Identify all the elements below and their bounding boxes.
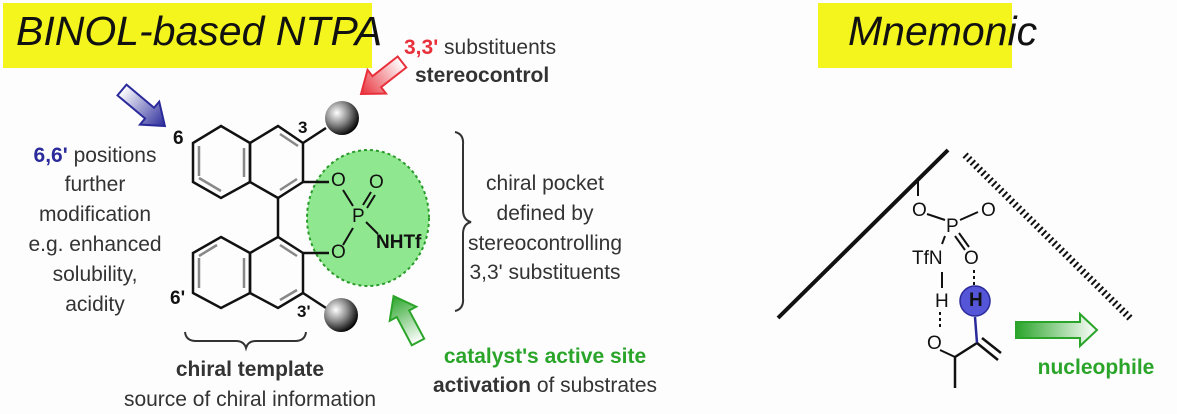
title-mnemonic: Mnemonic xyxy=(848,8,1038,54)
label-o-bottom: O xyxy=(331,242,346,263)
pocket-line-3: 3,3' substituents xyxy=(469,261,621,284)
mn-tfn: TfN xyxy=(912,248,943,269)
mn-p: P xyxy=(946,216,959,237)
pocket-line-1: defined by xyxy=(496,202,594,225)
substituents-number: 3,3' xyxy=(404,36,439,59)
mn-o1: O xyxy=(912,200,927,221)
nucleophile-arrow-icon xyxy=(1015,311,1099,349)
label-6: 6 xyxy=(173,128,184,149)
mn-h2: H xyxy=(969,290,983,311)
active-site-text: activation of substrates xyxy=(433,374,657,398)
substituent-ball-top xyxy=(325,101,359,135)
activation-word: activation xyxy=(432,374,531,397)
mn-h1: H xyxy=(935,291,949,312)
label-3-prime: 3' xyxy=(297,302,311,321)
pocket-line-0: chiral pocket xyxy=(486,172,604,195)
mnemonic-highlight xyxy=(818,3,1012,68)
positions-line-1: further xyxy=(64,173,126,196)
green-arrow-icon xyxy=(388,294,426,347)
positions-line-2: modification xyxy=(38,203,152,226)
pocket-brace xyxy=(454,131,472,312)
positions-line-3: e.g. enhanced xyxy=(28,233,162,256)
label-nhtf: NHTf xyxy=(376,232,422,253)
positions-line-4: solubility, xyxy=(52,263,138,286)
mn-o2: O xyxy=(981,200,996,221)
positions-number: 6,6' xyxy=(33,144,68,167)
positions-line-0: 6,6' positions xyxy=(34,144,157,168)
label-o-double: O xyxy=(369,172,384,193)
substituents-label: 3,3' substituents xyxy=(404,36,556,60)
label-6-prime: 6' xyxy=(170,288,186,309)
positions-line-5: acidity xyxy=(65,293,125,316)
active-site-pocket xyxy=(306,149,430,287)
template-text: source of chiral information xyxy=(123,388,377,411)
template-brace xyxy=(184,331,307,352)
highlighted-hydrogen xyxy=(959,285,991,317)
title-binol-ntpa: BINOL-based NTPA xyxy=(16,8,383,54)
red-arrow-icon xyxy=(359,55,408,96)
mn-o3: O xyxy=(964,248,979,269)
label-3: 3 xyxy=(298,118,308,137)
label-o-top: O xyxy=(331,170,346,191)
pocket-line-2: stereocontrolling xyxy=(467,232,623,255)
positions-text: positions xyxy=(67,144,157,167)
nucleophile-label: nucleophile xyxy=(1037,356,1155,379)
template-title: chiral template xyxy=(175,358,325,381)
binol-structure xyxy=(191,124,379,310)
blue-arrow-icon xyxy=(116,83,167,128)
substituents-text: substituents xyxy=(438,36,557,59)
mn-o4: O xyxy=(927,333,942,354)
active-site-title: catalyst's active site xyxy=(443,345,647,368)
mnemonic-structure xyxy=(776,148,1135,388)
title-highlight xyxy=(3,3,372,68)
activation-rest: of substrates xyxy=(530,374,658,397)
label-p: P xyxy=(352,206,365,227)
stereocontrol-label: stereocontrol xyxy=(415,64,550,87)
substituent-ball-bottom xyxy=(324,298,358,332)
